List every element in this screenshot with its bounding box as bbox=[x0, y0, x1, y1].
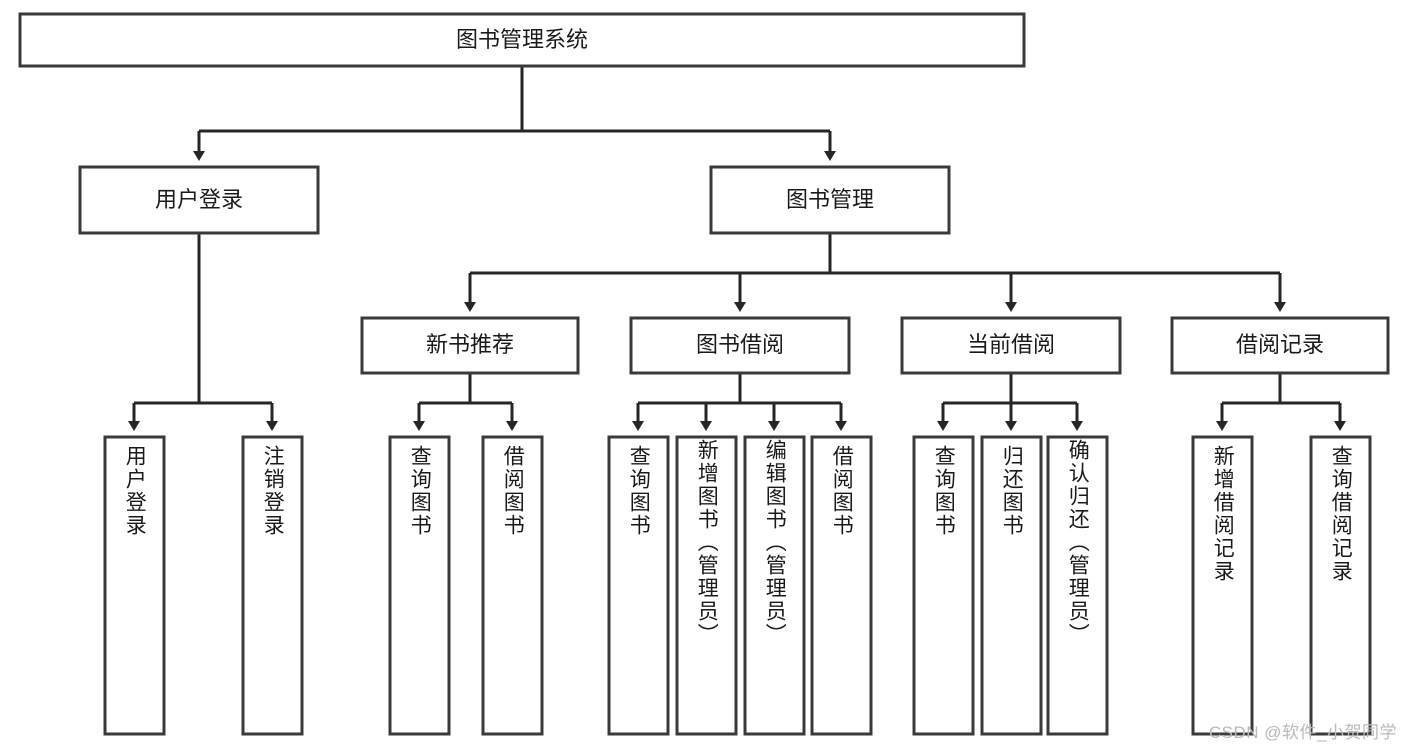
node-user-login-box[interactable] bbox=[78, 165, 320, 235]
node-book-management-label: 图书管理 bbox=[786, 187, 874, 212]
edge-bookmgmt-to-level3 bbox=[464, 233, 1286, 312]
node-book-borrow-box[interactable] bbox=[629, 316, 851, 375]
edge-bookborrow-to-leaves bbox=[632, 373, 847, 431]
leaf-record-query-box[interactable] bbox=[1309, 435, 1372, 736]
leaf-user-login-box[interactable] bbox=[103, 435, 166, 736]
node-root-box[interactable] bbox=[18, 12, 1026, 68]
leaf-newbook-borrow-box[interactable] bbox=[481, 435, 544, 736]
leaf-borrow-lend-box[interactable] bbox=[810, 435, 873, 736]
edge-borrowrecord-to-leaves bbox=[1216, 373, 1346, 431]
edge-userlogin-to-leaves bbox=[128, 233, 278, 431]
leaf-current-query-box[interactable] bbox=[912, 435, 975, 736]
leaf-borrow-add-box[interactable] bbox=[675, 435, 738, 736]
leaf-newbook-query-box[interactable] bbox=[388, 435, 451, 736]
leaf-borrow-query-box[interactable] bbox=[607, 435, 670, 736]
node-user-login-label: 用户登录 bbox=[155, 187, 243, 212]
node-book-management-box[interactable] bbox=[709, 165, 951, 235]
edge-root-to-level2 bbox=[193, 66, 836, 161]
leaf-user-logout-box[interactable] bbox=[241, 435, 304, 736]
node-new-book-recommend-box[interactable] bbox=[360, 316, 580, 375]
node-current-borrow-label: 当前借阅 bbox=[967, 332, 1055, 357]
leaf-borrow-edit-box[interactable] bbox=[743, 435, 806, 736]
edge-newbook-to-leaves bbox=[413, 373, 518, 431]
edge-currentborrow-to-leaves bbox=[937, 373, 1083, 431]
leaf-record-add-box[interactable] bbox=[1191, 435, 1254, 736]
node-book-borrow-label: 图书借阅 bbox=[696, 332, 784, 357]
node-borrow-record-box[interactable] bbox=[1170, 316, 1390, 375]
leaf-current-confirm-box[interactable] bbox=[1046, 435, 1109, 736]
node-current-borrow-box[interactable] bbox=[900, 316, 1122, 375]
leaf-current-return-box[interactable] bbox=[980, 435, 1043, 736]
watermark-text: CSDN @软件_小贺同学 bbox=[1208, 723, 1397, 742]
node-new-book-recommend-label: 新书推荐 bbox=[426, 332, 514, 357]
node-borrow-record-label: 借阅记录 bbox=[1236, 332, 1324, 357]
node-root-label: 图书管理系统 bbox=[456, 27, 588, 52]
